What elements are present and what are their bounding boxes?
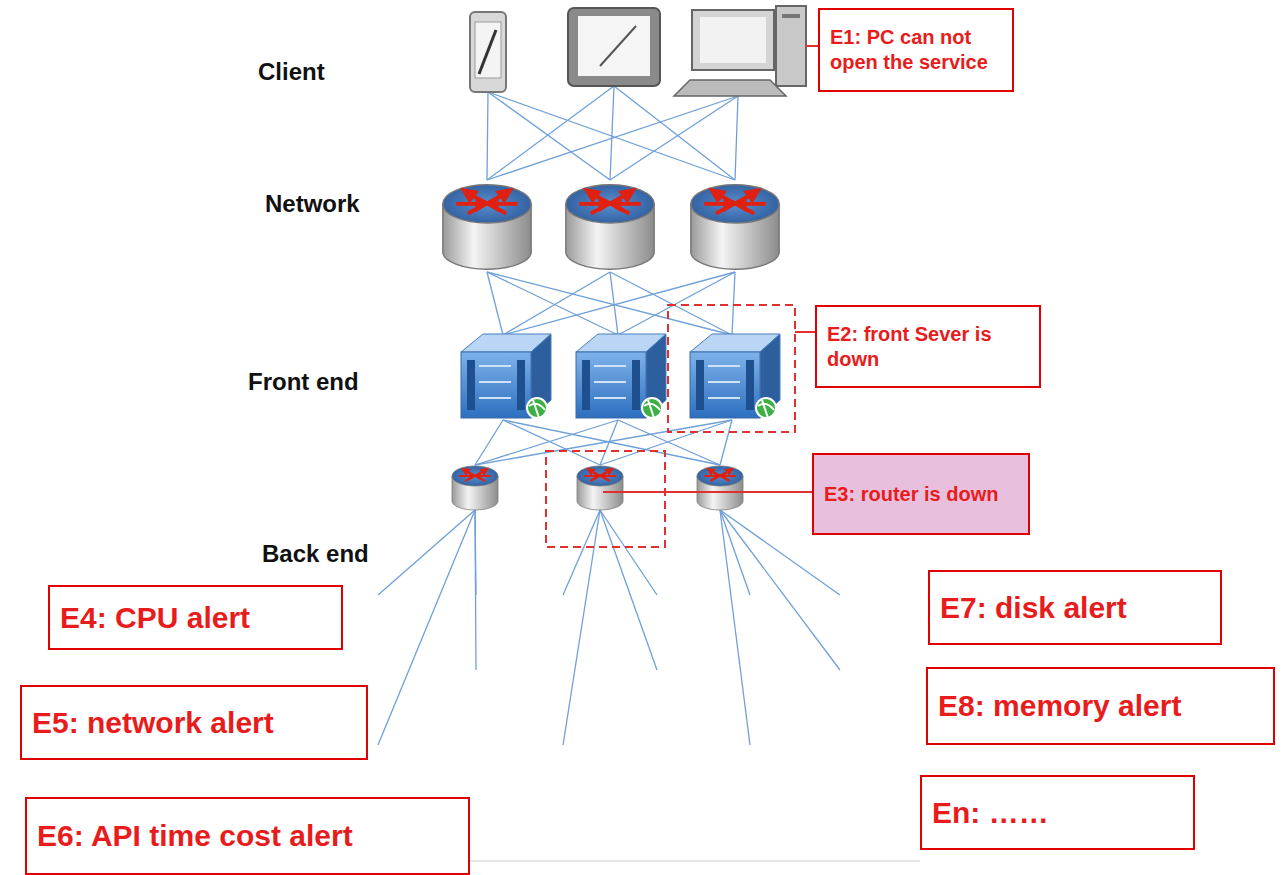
- alert-callout: E4: CPU alert: [48, 585, 343, 650]
- layer-label: Back end: [262, 540, 369, 568]
- highlight-box: [546, 451, 665, 547]
- alert-callout: E3: router is down: [812, 453, 1030, 535]
- alert-callout: E7: disk alert: [928, 570, 1222, 645]
- network-link: [600, 510, 657, 595]
- leader-line: [806, 45, 818, 47]
- pc-icon: [674, 6, 806, 96]
- network-link: [610, 272, 732, 335]
- alert-callout: E2: front Sever is down: [815, 305, 1041, 388]
- front-server: [690, 334, 780, 418]
- alert-callout: E5: network alert: [20, 685, 368, 760]
- tablet-icon: [568, 8, 660, 86]
- network-link: [487, 92, 488, 180]
- backend-router: [577, 466, 623, 510]
- leader-line: [603, 491, 812, 493]
- alert-text: E5: network alert: [32, 704, 274, 742]
- alert-text: E2: front Sever is down: [827, 322, 1027, 372]
- highlight-box: [668, 305, 795, 432]
- network-link: [732, 272, 735, 335]
- network-link: [378, 510, 475, 745]
- front-server: [576, 334, 666, 418]
- network-link: [720, 420, 732, 465]
- alert-text: En: ……: [932, 794, 1049, 832]
- phone-icon: [470, 12, 506, 92]
- network-router: [691, 185, 779, 269]
- network-link: [488, 92, 610, 180]
- network-link: [618, 420, 720, 465]
- network-link: [378, 510, 475, 595]
- alert-text: E1: PC can not open the service: [830, 25, 1000, 75]
- network-link: [475, 420, 503, 465]
- alert-callout: E1: PC can not open the service: [818, 8, 1014, 92]
- alert-text: E8: memory alert: [938, 687, 1181, 725]
- network-link: [563, 510, 600, 745]
- network-link: [503, 272, 610, 335]
- network-link: [487, 272, 503, 335]
- network-link: [600, 420, 732, 465]
- alert-text: E7: disk alert: [940, 589, 1127, 627]
- network-link: [487, 86, 614, 180]
- alert-text: E4: CPU alert: [60, 599, 250, 637]
- network-link: [503, 420, 720, 465]
- network-router: [443, 185, 531, 269]
- network-router: [566, 185, 654, 269]
- network-link: [503, 420, 600, 465]
- leader-line: [795, 331, 815, 333]
- backend-router: [697, 466, 743, 510]
- alert-text: E3: router is down: [824, 482, 1014, 507]
- network-link: [475, 510, 476, 670]
- network-link: [610, 86, 614, 180]
- layer-label: Network: [265, 190, 360, 218]
- network-link: [610, 96, 738, 180]
- alert-callout: En: ……: [920, 775, 1195, 850]
- network-link: [503, 272, 735, 335]
- network-link: [487, 272, 732, 335]
- network-link: [720, 510, 750, 745]
- alert-callout: E8: memory alert: [926, 667, 1275, 745]
- alert-text: E6: API time cost alert: [37, 817, 353, 855]
- layer-label: Front end: [248, 368, 359, 396]
- network-link: [487, 272, 618, 335]
- alert-callout: E6: API time cost alert: [25, 797, 470, 875]
- network-link: [720, 510, 750, 595]
- network-link: [600, 510, 657, 670]
- network-link: [618, 272, 735, 335]
- front-server: [461, 334, 551, 418]
- network-link: [487, 96, 738, 180]
- network-link: [475, 420, 732, 465]
- layer-label: Client: [258, 58, 325, 86]
- network-link: [563, 510, 600, 595]
- backend-router: [452, 466, 498, 510]
- network-link: [735, 96, 738, 180]
